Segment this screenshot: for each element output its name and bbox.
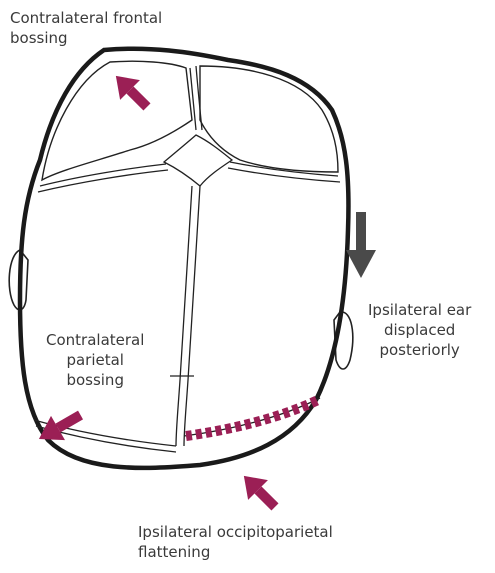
occipitoparietal-line-1: Ipsilateral occipitoparietal — [138, 522, 333, 542]
frontal-bossing-label: Contralateral frontal bossing — [10, 8, 162, 48]
frontal-bone-right — [200, 66, 338, 172]
frontal-bossing-arrow — [106, 66, 157, 117]
parietal-bossing-line-3: bossing — [46, 370, 144, 390]
parietal-bossing-line-2: parietal — [46, 350, 144, 370]
frontal-bossing-line-2: bossing — [10, 28, 162, 48]
frontal-bossing-line-1: Contralateral frontal — [10, 8, 162, 28]
skull-outline — [20, 49, 348, 468]
occipitoparietal-arrow — [234, 466, 285, 517]
ear-displaced-line-3: posteriorly — [368, 340, 471, 360]
occipitoparietal-line-2: flattening — [138, 542, 333, 562]
parietal-bossing-label: Contralateral parietal bossing — [46, 330, 144, 390]
coronal-suture-left — [40, 164, 166, 186]
anterior-fontanelle — [164, 135, 232, 186]
flattening-marker — [186, 400, 318, 436]
metopic-suture-2 — [196, 66, 202, 130]
sagittal-suture — [176, 186, 192, 446]
ear-displaced-line-1: Ipsilateral ear — [368, 300, 471, 320]
ear-displaced-line-2: displaced — [368, 320, 471, 340]
occipitoparietal-label: Ipsilateral occipitoparietal flattening — [138, 522, 333, 562]
parietal-bossing-line-1: Contralateral — [46, 330, 144, 350]
lambdoid-suture-right — [184, 398, 320, 436]
ear-displaced-label: Ipsilateral ear displaced posteriorly — [368, 300, 471, 360]
sagittal-suture-2 — [184, 186, 200, 446]
